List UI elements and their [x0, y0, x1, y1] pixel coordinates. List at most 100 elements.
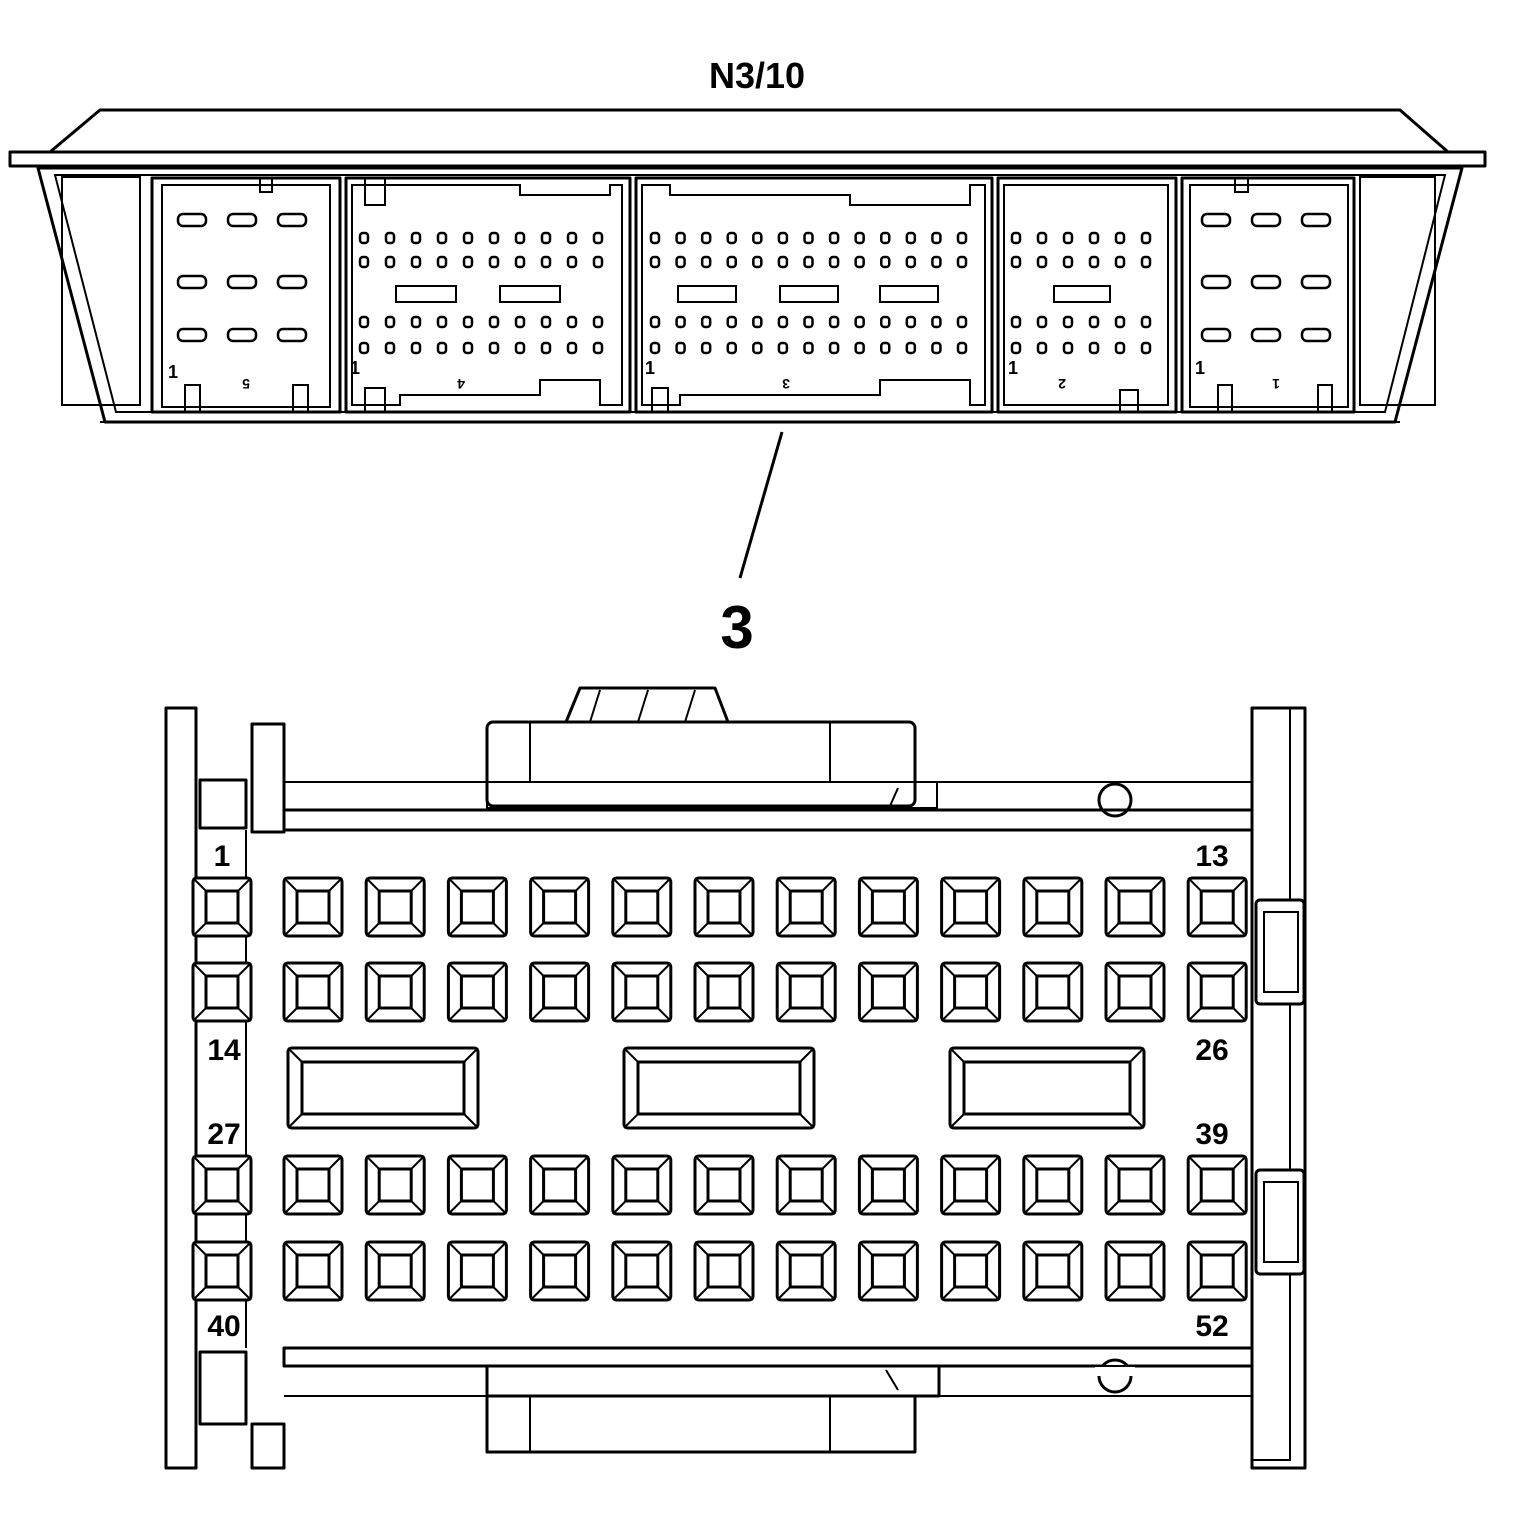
- connector-pin-45: [611, 1240, 673, 1302]
- socket-contact-4: [1088, 231, 1100, 245]
- socket-contact-37: [905, 315, 917, 329]
- socket-contact-17: [726, 255, 737, 269]
- connector-slot-3: [948, 1046, 1146, 1130]
- connector-pin-18: [529, 961, 591, 1023]
- connector-pin-3: [364, 876, 426, 938]
- connector-pin-7: [693, 876, 755, 938]
- socket-contact-23: [1114, 341, 1126, 355]
- socket-contact-51: [931, 341, 942, 355]
- socket-contact-19: [777, 255, 789, 269]
- socket-contact-14: [1036, 315, 1048, 329]
- socket-contact-1: [649, 231, 661, 245]
- ecu-socket-5: 1 5: [150, 176, 342, 414]
- socket-contact-14: [436, 255, 448, 269]
- socket-contact-slot-6: [1300, 274, 1332, 290]
- socket-contact-17: [1114, 315, 1126, 329]
- socket-contact-28: [675, 315, 686, 329]
- socket-contact-3: [1062, 231, 1074, 245]
- socket-contact-20: [592, 255, 604, 269]
- socket-contact-15: [675, 255, 686, 269]
- connector-slot-1: [286, 1046, 480, 1130]
- socket-contact-6: [488, 231, 500, 245]
- socket-contact-39: [566, 341, 578, 355]
- connector-pin-4: [446, 876, 508, 938]
- socket-contact-6: [777, 231, 789, 245]
- socket-contact-34: [436, 341, 448, 355]
- socket-4-pin1-label: 1: [350, 358, 360, 378]
- socket-contact-slot-3: [1300, 212, 1332, 228]
- socket-contact-19: [566, 255, 578, 269]
- socket-contact-slot-5: [1250, 274, 1282, 290]
- pin-label-52: 52: [1195, 1310, 1228, 1343]
- socket-contact-29: [700, 315, 712, 329]
- connector-pin-51: [1104, 1240, 1166, 1302]
- socket-2-pin1-label: 1: [1008, 358, 1018, 378]
- connector-pin-17: [446, 961, 508, 1023]
- socket-contact-slot-2: [1250, 212, 1282, 228]
- socket-contact-40: [592, 341, 604, 355]
- pin-label-40: 40: [207, 1310, 240, 1343]
- socket-contact-38: [540, 341, 552, 355]
- socket-contact-27: [514, 315, 526, 329]
- connector-pin-46: [693, 1240, 755, 1302]
- component-label: N3/10: [709, 55, 805, 96]
- socket-contact-9: [566, 231, 578, 245]
- socket-contact-32: [777, 315, 789, 329]
- callout-leader-line: [738, 431, 784, 579]
- socket-contact-31: [752, 315, 763, 329]
- connector-pin-10: [940, 876, 1002, 938]
- connector-housing: [164, 686, 1307, 1470]
- pin-label-13: 13: [1195, 840, 1228, 873]
- socket-4-number: 4: [457, 376, 465, 392]
- socket-contact-27: [649, 315, 661, 329]
- connector-pin-47: [775, 1240, 837, 1302]
- socket-contact-slot-4: [1200, 274, 1232, 290]
- socket-contact-slot-4: [176, 274, 208, 290]
- socket-contact-45: [777, 341, 789, 355]
- socket-contact-slot-9: [1300, 327, 1332, 343]
- socket-contact-26: [956, 255, 968, 269]
- socket-contact-16: [700, 255, 712, 269]
- socket-contact-46: [803, 341, 814, 355]
- socket-contact-11: [905, 231, 917, 245]
- socket-5-pin1-label: 1: [168, 362, 178, 382]
- pin-label-27: 27: [207, 1118, 240, 1151]
- socket-contact-23: [410, 315, 422, 329]
- connector-pin-29: [364, 1154, 426, 1216]
- socket-contact-10: [880, 231, 891, 245]
- socket-contact-52: [956, 341, 968, 355]
- socket-contact-29: [566, 315, 578, 329]
- connector-pin-19: [611, 961, 673, 1023]
- socket-contact-19: [1010, 341, 1022, 355]
- control-unit-housing: [8, 108, 1487, 424]
- socket-contact-25: [462, 315, 474, 329]
- ecu-socket-3: 1 3: [634, 176, 994, 414]
- socket-contact-24: [905, 255, 917, 269]
- socket-contact-49: [880, 341, 891, 355]
- socket-contact-9: [854, 231, 865, 245]
- socket-contact-15: [1062, 315, 1074, 329]
- socket-contact-30: [592, 315, 604, 329]
- socket-5-number: 5: [242, 376, 250, 392]
- socket-contact-7: [803, 231, 814, 245]
- connector-pin-5: [529, 876, 591, 938]
- socket-contact-36: [880, 315, 891, 329]
- connector-pin-39: [1186, 1154, 1248, 1216]
- socket-contact-7: [1010, 255, 1022, 269]
- connector-pin-31: [529, 1154, 591, 1216]
- connector-pin-30: [446, 1154, 508, 1216]
- socket-contact-4: [726, 231, 737, 245]
- socket-contact-50: [905, 341, 917, 355]
- connector-pin-14: [191, 961, 253, 1023]
- socket-contact-18: [540, 255, 552, 269]
- socket-contact-13: [956, 231, 968, 245]
- socket-contact-15: [462, 255, 474, 269]
- socket-contact-14: [649, 255, 661, 269]
- connector-large-slots: [286, 1046, 1146, 1130]
- connector-pin-15: [282, 961, 344, 1023]
- connector-pin-2: [282, 876, 344, 938]
- socket-contact-21: [1062, 341, 1074, 355]
- connector-pin-48: [857, 1240, 919, 1302]
- connector-pin-27: [191, 1154, 253, 1216]
